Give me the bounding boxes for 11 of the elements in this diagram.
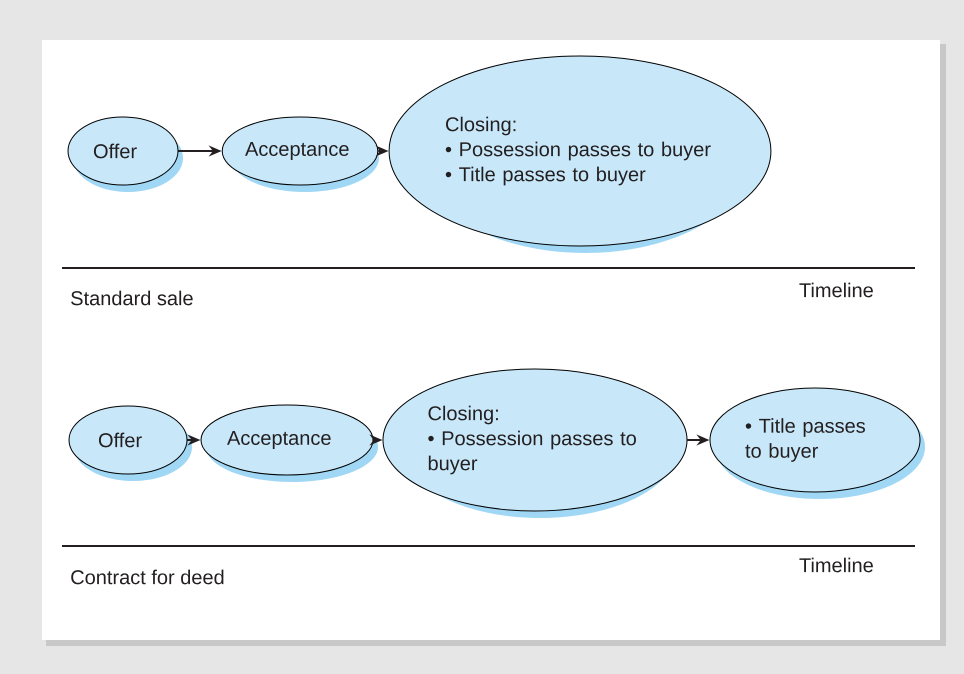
ellipse-node: Closing: • Possession passes to buyer • Title passes to buyer — [388, 56, 772, 253]
timeline-label: Standard sale — [71, 290, 193, 306]
ellipse-node: Offer — [68, 406, 192, 481]
ellipse-node: Acceptance — [222, 116, 379, 192]
ellipse-node: Offer — [68, 116, 183, 192]
ellipse-node: • Title passes to buyer — [710, 388, 925, 499]
timeline-label: Contract for deed — [71, 570, 224, 584]
timeline-label: Timeline — [799, 282, 873, 298]
ellipse-node: Acceptance — [200, 404, 378, 482]
ellipse-node: Closing: • Possession passes to buyer — [382, 368, 688, 518]
timeline-label: Timeline — [799, 558, 873, 572]
